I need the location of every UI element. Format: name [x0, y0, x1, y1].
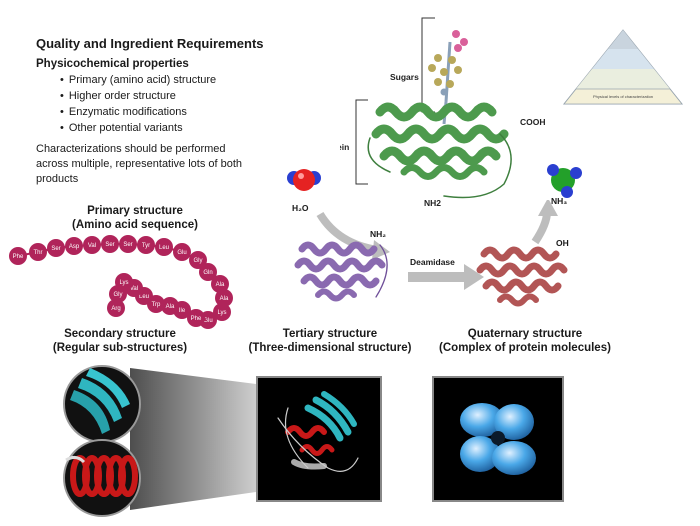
secondary-structure-zoom [63, 365, 256, 517]
residue-label: Ala [216, 282, 225, 288]
residue-label: Asp [69, 244, 80, 250]
residue-bead [211, 275, 229, 293]
property-item: Enzymatic modifications [60, 104, 216, 120]
residue-label: Ser [123, 242, 132, 248]
residue-label: Ser [51, 246, 60, 252]
reaction-arrows [316, 200, 558, 290]
residue-label: Trp [152, 302, 161, 308]
residue-label: Gln [203, 270, 212, 276]
residue-bead [9, 247, 27, 265]
tertiary-structure-panel [256, 376, 382, 502]
characterization-pyramid: Physical levels of characterization [562, 29, 684, 105]
protein-bracket [355, 99, 368, 185]
residue-bead [65, 237, 83, 255]
residue-bead [47, 239, 65, 257]
quaternary-structure-title: Quaternary structure [467, 328, 583, 340]
glycoprotein-diagram: Sugars Protein COOH NH2 [340, 17, 546, 208]
protein-ribbon-green [367, 102, 512, 199]
residue-bead [213, 303, 231, 321]
residue-label: Tyr [142, 243, 150, 249]
residue-label: Phe [191, 316, 202, 322]
residue-bead [109, 285, 127, 303]
characterization-note: Characterizations should be performed ac… [36, 143, 243, 185]
residue-bead [29, 243, 47, 261]
residue-bead [187, 309, 205, 327]
residue-bead [199, 263, 217, 281]
residue-label: Arg [111, 306, 120, 312]
nh2-sidechain-label: NH₂ [370, 229, 387, 239]
page-title: Quality and Ingredient Requirements [36, 36, 264, 51]
sugars-label: Sugars [390, 72, 419, 82]
residue-bead [107, 299, 125, 317]
pyramid-base-label: Physical levels of characterization [593, 94, 653, 99]
residue-label: Val [130, 286, 138, 292]
residue-bead [161, 297, 179, 315]
property-list: Primary (amino acid) structure Higher or… [60, 72, 216, 136]
residue-label: Thr [34, 250, 43, 256]
ammonia-label: NH₃ [551, 196, 568, 206]
residue-label: Ala [220, 296, 229, 302]
residue-label: Lys [217, 310, 226, 316]
tertiary-protein-render [277, 391, 359, 472]
residue-label: Phe [13, 254, 24, 260]
protein-label: Protein [340, 142, 349, 152]
residue-bead [215, 289, 233, 307]
residue-bead [137, 236, 155, 254]
property-item: Higher order structure [60, 88, 216, 104]
residue-label: Glu [177, 250, 186, 256]
residue-label: Leu [159, 245, 169, 251]
property-item: Primary (amino acid) structure [60, 72, 216, 88]
physicochemical-heading: Physicochemical properties [36, 58, 189, 70]
residue-bead [189, 251, 207, 269]
residue-label: Ile [179, 308, 186, 314]
deamidase-label: Deamidase [410, 257, 455, 267]
oh-label: OH [556, 238, 569, 248]
residue-bead [155, 238, 173, 256]
protein-ribbon-red [476, 246, 568, 307]
water-molecule [287, 169, 321, 191]
residue-label: Gly [194, 258, 203, 264]
residue-label: Ala [166, 304, 175, 310]
residue-bead [119, 235, 137, 253]
residue-label: Glu [203, 318, 212, 324]
property-item: Other potential variants [60, 120, 216, 136]
ammonia-molecule [547, 164, 582, 198]
primary-structure-subtitle: (Amino acid sequence) [72, 219, 198, 231]
nh2-label: NH2 [424, 198, 441, 208]
secondary-structure-subtitle: (Regular sub-structures) [52, 342, 188, 354]
deamidase-arrow-shaft [408, 272, 466, 282]
tertiary-structure-subtitle: (Three-dimensional structure) [248, 342, 412, 354]
residue-label: Val [88, 243, 96, 249]
residue-bead [173, 243, 191, 261]
residue-label: Lys [119, 280, 128, 286]
residue-bead [83, 236, 101, 254]
tertiary-structure-title: Tertiary structure [282, 328, 378, 340]
quaternary-structure-subtitle: (Complex of protein molecules) [439, 342, 611, 354]
residue-label: Ser [105, 242, 114, 248]
residue-label: Gly [114, 292, 123, 298]
deamidase-arrowhead [464, 264, 484, 290]
secondary-structure-title: Secondary structure [64, 328, 176, 340]
water-label: H₂O [292, 203, 309, 213]
residue-bead [101, 235, 119, 253]
primary-structure-title: Primary structure [87, 205, 183, 217]
protein-ribbon-purple [294, 241, 388, 302]
cooh-label: COOH [520, 117, 546, 127]
quaternary-complex-render [460, 403, 536, 475]
residue-label: Leu [139, 294, 149, 300]
quaternary-structure-panel [432, 376, 564, 502]
